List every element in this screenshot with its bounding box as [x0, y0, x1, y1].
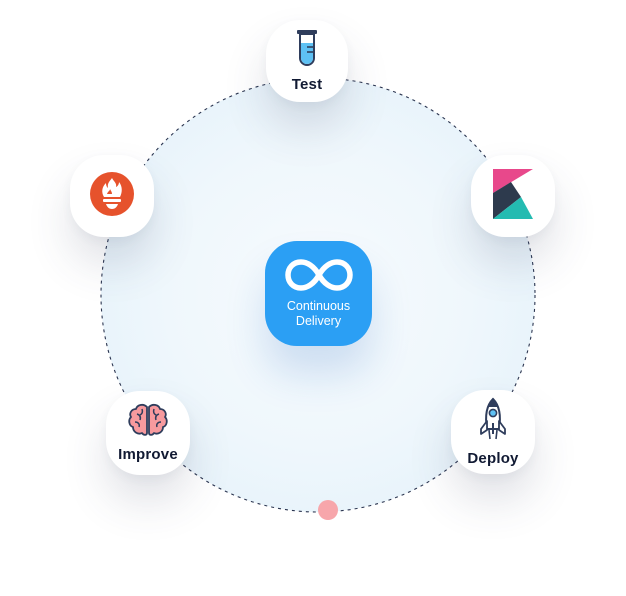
kibana-logo-icon	[493, 168, 533, 224]
ring-marker-dot	[318, 500, 338, 520]
node-deploy: Deploy	[451, 390, 535, 474]
node-improve-label: Improve	[118, 446, 178, 463]
node-test-label: Test	[291, 76, 323, 93]
node-deploy-label: Deploy	[467, 450, 519, 467]
node-improve: Improve	[106, 391, 190, 475]
rocket-icon	[478, 397, 508, 446]
node-test: Test	[266, 20, 348, 102]
node-prometheus	[70, 155, 154, 237]
prometheus-logo-icon	[90, 171, 134, 221]
test-tube-icon	[295, 29, 319, 72]
brain-icon	[128, 403, 168, 442]
node-kibana	[471, 155, 555, 237]
infinity-icon	[283, 258, 355, 297]
